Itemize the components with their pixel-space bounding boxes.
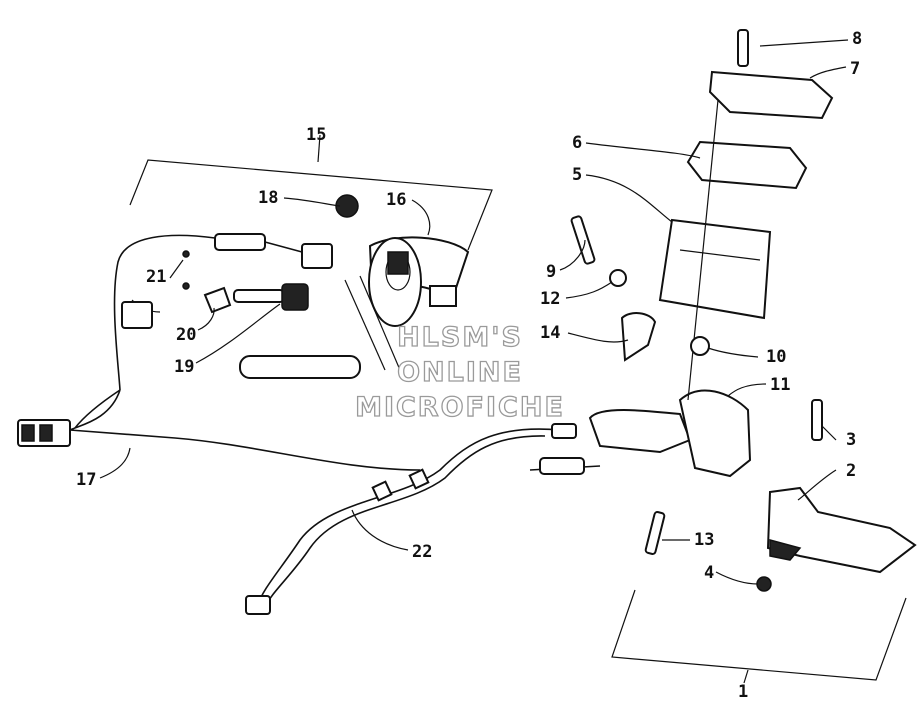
callout-19: 19: [174, 357, 194, 377]
callout-11: 11: [770, 375, 790, 395]
brake-lever: [766, 486, 917, 574]
callout-13: 13: [694, 530, 714, 550]
callout-7: 7: [850, 59, 860, 79]
watermark: HLSM'S ONLINE MICROFICHE: [354, 321, 565, 423]
watermark-line-3: MICROFICHE: [355, 392, 565, 423]
wiring-harness: [17, 234, 421, 471]
watermark-line-2: ONLINE: [397, 357, 523, 388]
callout-15: 15: [306, 125, 326, 145]
callout-5: 5: [572, 165, 582, 185]
callout-8: 8: [852, 29, 862, 49]
callout-18: 18: [258, 188, 278, 208]
master-cylinder: [588, 29, 834, 478]
callout-2: 2: [846, 461, 856, 481]
callout-12: 12: [540, 289, 560, 309]
group-frame-15: [129, 159, 493, 251]
callout-1: 1: [738, 682, 748, 702]
callout-3: 3: [846, 430, 856, 450]
switch-housing: [239, 236, 470, 379]
callout-4: 4: [704, 563, 714, 583]
callout-9: 9: [546, 262, 556, 282]
callout-10: 10: [766, 347, 786, 367]
callout-labels: 1 2 3 4 5 6 7 8 9 10 11 12 13 14 15 16 1…: [76, 29, 862, 702]
leader-lines: [99, 39, 849, 684]
callout-14: 14: [540, 323, 560, 343]
brake-line: [245, 423, 601, 615]
callout-22: 22: [412, 542, 432, 562]
group-frame-1: [611, 589, 907, 681]
callout-6: 6: [572, 133, 582, 153]
fasteners: [570, 215, 823, 592]
watermark-line-1: HLSM'S: [397, 322, 523, 353]
callout-20: 20: [176, 325, 196, 345]
callout-16: 16: [386, 190, 406, 210]
callout-17: 17: [76, 470, 96, 490]
switch-small-parts: [182, 194, 359, 314]
callout-21: 21: [146, 267, 166, 287]
